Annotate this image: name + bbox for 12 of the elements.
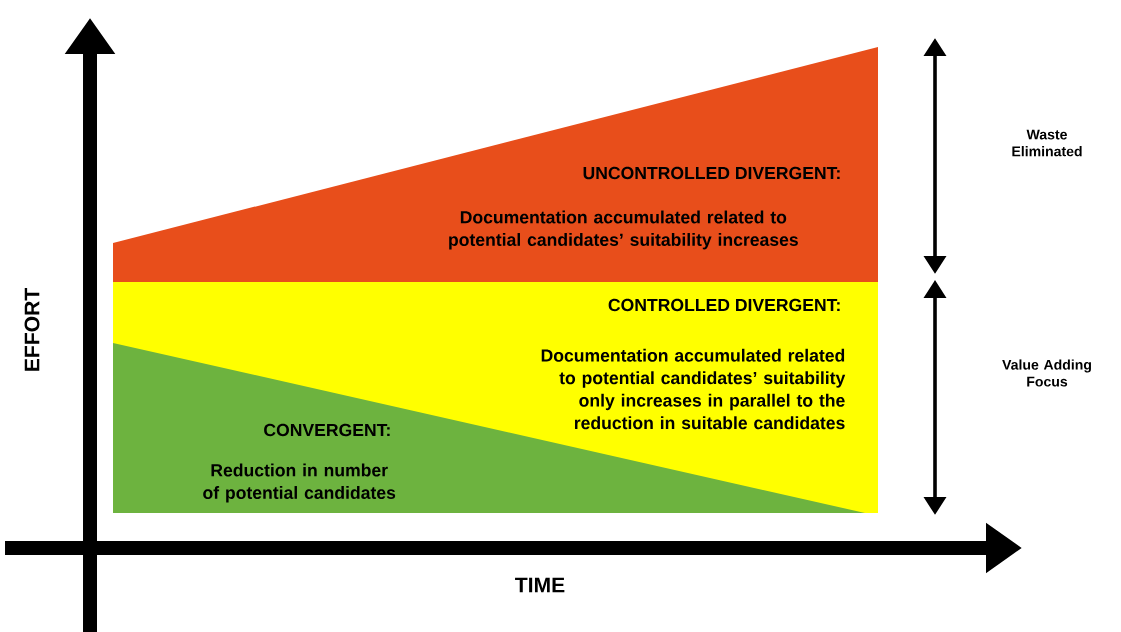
region-description: Reduction in number of potential candidates [203, 463, 396, 503]
region-description: Documentation accumulated related to potential candidates’ suitability increases [449, 210, 798, 250]
axis-label: EFFORT [24, 288, 40, 371]
area-band [113, 47, 878, 282]
region-heading: UNCONTROLLED DIVERGENT: [583, 166, 840, 180]
axis-label: TIME [515, 577, 565, 593]
area-band [113, 343, 865, 513]
region-heading: CONTROLLED DIVERGENT: [608, 298, 840, 312]
region-description: Documentation accumulated related to potential candidates’ suitability only increases in parallel to the reduction in suitable candidates [541, 348, 846, 430]
dimension-label: Waste Eliminated [1012, 129, 1082, 157]
region-heading: CONVERGENT: [264, 423, 390, 437]
dimension-label: Value Adding Focus [1002, 359, 1091, 387]
